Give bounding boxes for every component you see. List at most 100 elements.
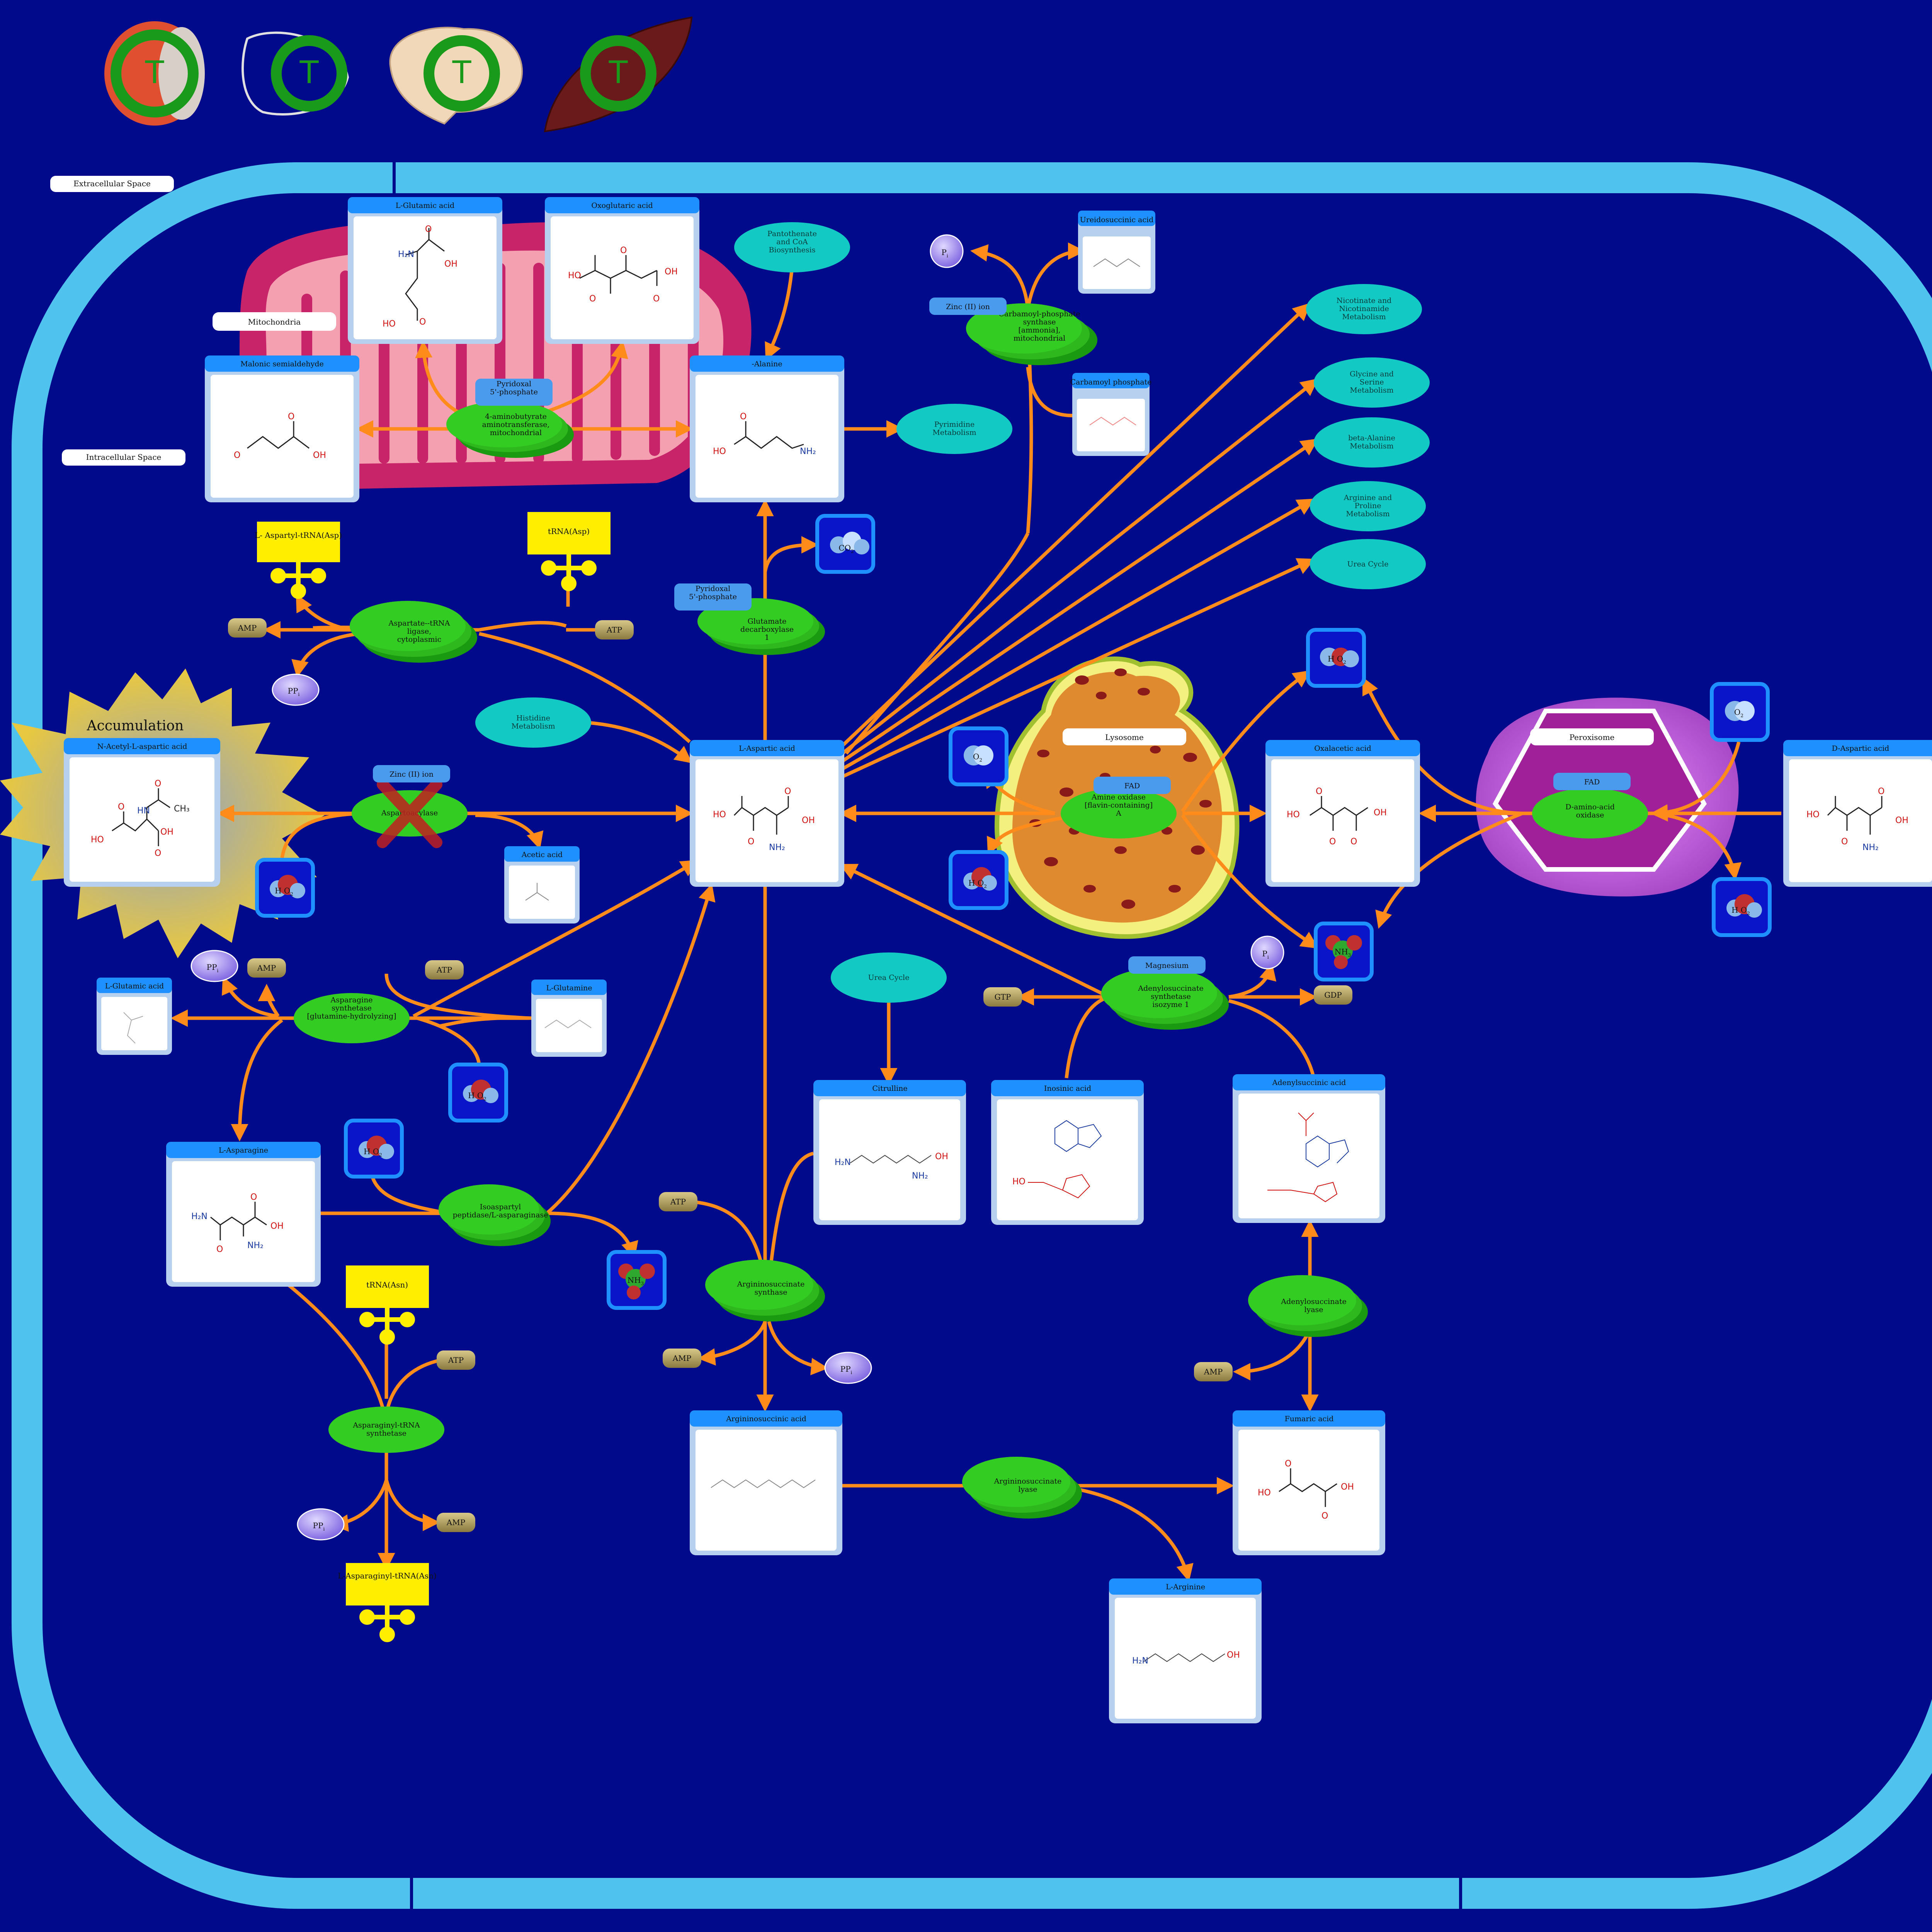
- small-h2o-perox[interactable]: H O2: [1712, 877, 1772, 937]
- enzyme-aspartoacylase[interactable]: Aspartoacylase: [352, 779, 468, 848]
- svg-text:Oxalacetic acid: Oxalacetic acid: [1314, 744, 1371, 753]
- small-ppi-3[interactable]: PPi: [824, 1352, 872, 1384]
- small-gdp[interactable]: GDP: [1314, 985, 1352, 1005]
- small-o2-lyso[interactable]: O2: [949, 726, 1009, 786]
- metabolite-box-beta-alanine[interactable]: -Alanine HO O NH₂: [690, 355, 844, 502]
- metabolite-box-fumaric[interactable]: Fumaric acid HO O O OH: [1233, 1410, 1385, 1555]
- small-amp-5[interactable]: AMP: [437, 1513, 475, 1532]
- enzyme-amine-oxidase[interactable]: Amine oxidase[flavin-containing]A: [1061, 788, 1177, 838]
- svg-text:D-Aspartic acid: D-Aspartic acid: [1832, 744, 1889, 753]
- pathway-urea-center[interactable]: Urea Cycle: [831, 952, 947, 1003]
- trna-asp[interactable]: tRNA(Asp): [527, 512, 611, 591]
- trna-asp-charged[interactable]: L- Aspartyl-tRNA(Asp): [255, 522, 342, 599]
- svg-text:NH₂: NH₂: [912, 1171, 928, 1181]
- small-h2o-aspartoacylase[interactable]: H O2: [255, 858, 315, 918]
- small-amp-2[interactable]: AMP: [247, 958, 286, 978]
- small-ppi-2[interactable]: PPi: [190, 950, 238, 982]
- cofactor-magnesium[interactable]: Magnesium: [1128, 956, 1206, 974]
- small-h2o-asn-synth[interactable]: H O2: [448, 1063, 508, 1122]
- svg-text:O: O: [1350, 837, 1357, 847]
- metabolite-box-d-aspartic[interactable]: D-Aspartic acid HO O O OH NH₂: [1783, 740, 1932, 887]
- metabolite-box-adenylsuccinic[interactable]: Adenylsuccinic acid: [1233, 1074, 1385, 1223]
- metabolite-box-argininosuccinic[interactable]: Argininosuccinic acid: [690, 1410, 842, 1555]
- trna-asn-charged[interactable]: L-Asparaginyl-tRNA(Asn): [338, 1563, 437, 1642]
- small-ppi-1[interactable]: PPi: [272, 673, 320, 706]
- metabolite-box-l-arginine[interactable]: L-Arginine H₂N OH: [1109, 1578, 1262, 1723]
- svg-text:L-Asparagine: L-Asparagine: [219, 1146, 268, 1155]
- metabolite-box-inosinic[interactable]: Inosinic acid HO: [991, 1080, 1144, 1225]
- small-atp-1[interactable]: ATP: [595, 620, 634, 639]
- svg-text:AMP: AMP: [1204, 1367, 1223, 1376]
- cofactor-fad-perox[interactable]: FAD: [1553, 773, 1631, 790]
- svg-text:Pi: Pi: [941, 248, 948, 259]
- small-nh3-isoaspartyl[interactable]: NH3: [607, 1250, 667, 1310]
- small-amp-3[interactable]: AMP: [663, 1349, 701, 1368]
- small-co2-top[interactable]: CO2: [815, 514, 875, 574]
- small-gtp[interactable]: GTP: [983, 987, 1022, 1007]
- svg-text:O: O: [620, 246, 627, 255]
- cofactor-zinc-mid[interactable]: Zinc (II) ion: [373, 765, 450, 782]
- small-h2o2-right[interactable]: H O2: [1306, 628, 1366, 688]
- small-atp-3[interactable]: ATP: [659, 1192, 697, 1211]
- metabolite-box-l-glutamic-top[interactable]: L-Glutamic acid H₂N OH O HO O: [348, 197, 502, 344]
- metabolite-box-malonic[interactable]: Malonic semialdehyde O O OH: [205, 355, 359, 502]
- small-ppi-4[interactable]: PPi: [297, 1508, 345, 1541]
- svg-text:OH: OH: [1341, 1482, 1354, 1492]
- svg-text:AMP: AMP: [238, 623, 257, 633]
- svg-text:O: O: [288, 412, 294, 422]
- metabolite-box-carbamoyl[interactable]: Carbamoyl phosphate: [1070, 373, 1152, 456]
- metabolite-box-oxoglutaric[interactable]: Oxoglutaric acid HO O O OH O: [545, 197, 699, 344]
- small-atp-4[interactable]: ATP: [437, 1350, 475, 1370]
- small-nh3-right[interactable]: NH3: [1314, 922, 1374, 981]
- svg-text:T: T: [609, 54, 628, 90]
- svg-text:N-Acetyl-L-aspartic acid: N-Acetyl-L-aspartic acid: [97, 742, 187, 751]
- small-pi-top[interactable]: Pi: [930, 234, 964, 268]
- metabolite-box-n-acetyl[interactable]: N-Acetyl-L-aspartic acid HO O HN O CH₃ O…: [64, 738, 220, 887]
- small-amp-4[interactable]: AMP: [1194, 1362, 1233, 1381]
- svg-text:Inosinic acid: Inosinic acid: [1044, 1084, 1091, 1093]
- trna-asn[interactable]: tRNA(Asn): [346, 1265, 429, 1345]
- small-atp-2[interactable]: ATP: [425, 960, 464, 980]
- metabolite-box-oxalacetic[interactable]: Oxalacetic acid HO O O O OH: [1265, 740, 1420, 887]
- svg-text:T: T: [452, 54, 472, 90]
- metabolite-box-l-asparagine[interactable]: L-Asparagine H₂N O O OH NH₂: [166, 1142, 321, 1287]
- small-pi-mid[interactable]: Pi: [1250, 935, 1284, 969]
- metabolite-box-ureidosuccinic[interactable]: Ureidosuccinic acid: [1078, 211, 1155, 294]
- cofactor-fad-lyso[interactable]: FAD: [1094, 777, 1171, 794]
- metabolite-box-l-glutamine[interactable]: L-Glutamine: [531, 980, 607, 1057]
- cofactor-zinc-top[interactable]: Zinc (II) ion: [929, 298, 1007, 315]
- svg-text:H O2: H O2: [1328, 654, 1346, 665]
- metabolite-box-l-glutamic-left[interactable]: L-Glutamic acid: [97, 978, 172, 1055]
- small-h2o-isoaspartyl[interactable]: H O2: [344, 1119, 404, 1179]
- svg-text:Ureidosuccinic acid: Ureidosuccinic acid: [1080, 216, 1154, 224]
- small-amp-1[interactable]: AMP: [228, 618, 267, 638]
- metabolite-box-citrulline[interactable]: Citrulline H₂N OH NH₂: [813, 1080, 966, 1225]
- metabolite-box-acetic[interactable]: Acetic acid: [504, 846, 580, 923]
- pathway-urea-right[interactable]: Urea Cycle: [1310, 539, 1426, 589]
- small-o2-perox[interactable]: O2: [1710, 682, 1770, 742]
- small-h2o-lyso[interactable]: H O2: [949, 850, 1009, 910]
- metabolite-box-l-aspartic[interactable]: L-Aspartic acid HO O O OH NH₂: [690, 740, 844, 887]
